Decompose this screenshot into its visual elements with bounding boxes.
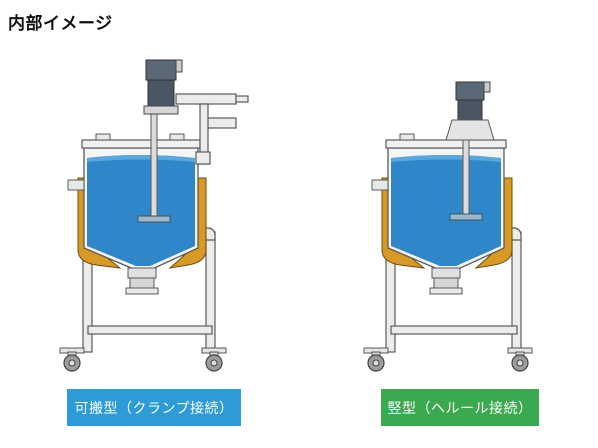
frame-crossbar — [87, 325, 213, 335]
vertical-tank-illustration — [363, 81, 533, 372]
portable-tank-illustration — [59, 59, 249, 372]
frame-crossbar — [390, 325, 518, 335]
caption-vertical-ferrule: 竪型（ヘルール接続） — [381, 389, 539, 426]
frame-leg — [385, 259, 396, 353]
caption-portable-clamp: 可搬型（クランプ接続） — [67, 389, 241, 426]
page-title: 内部イメージ — [8, 14, 113, 34]
frame-leg — [82, 259, 93, 353]
